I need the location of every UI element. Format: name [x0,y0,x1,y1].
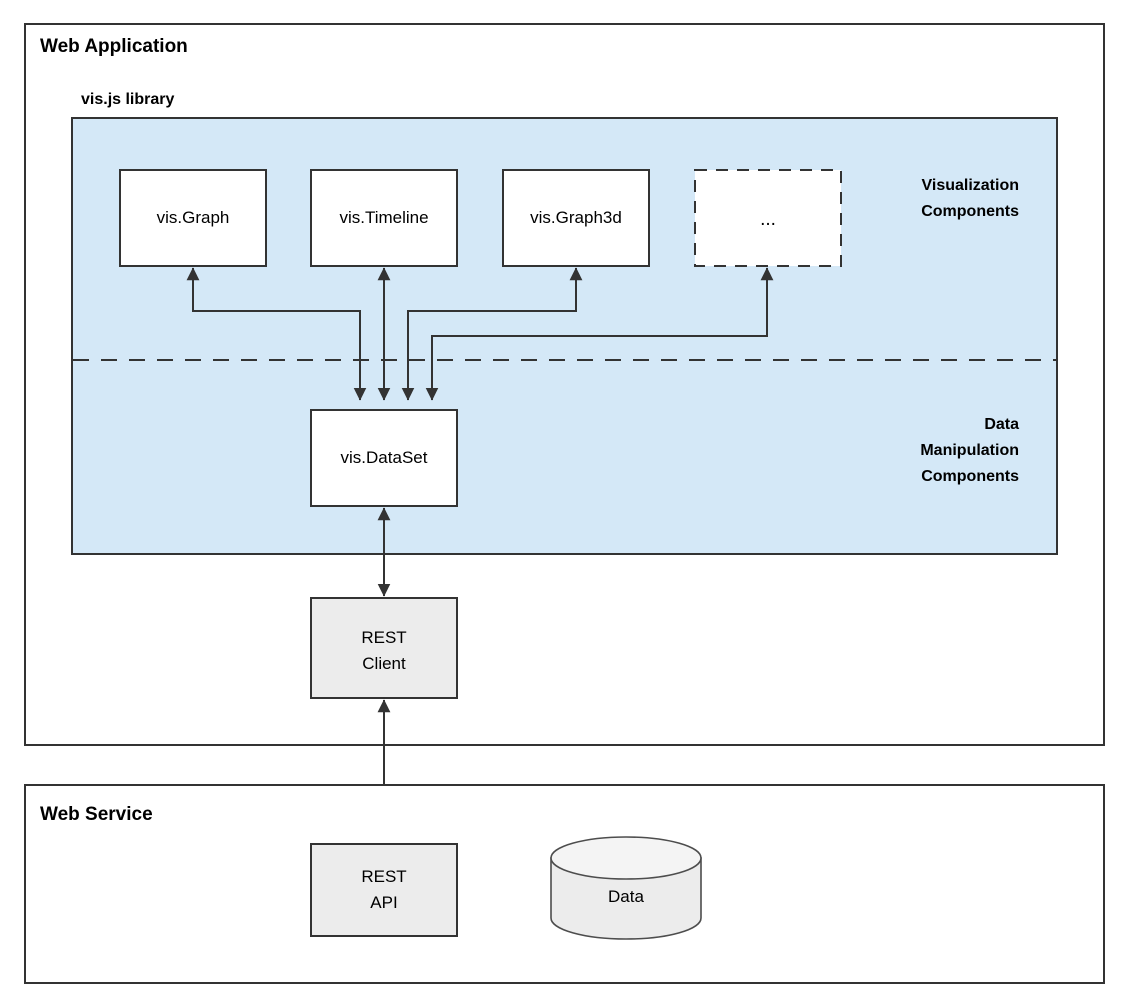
node-vis-graph-label: vis.Graph [157,208,230,227]
container-web-service-title: Web Service [40,804,153,825]
zone-label-visualization-line2: Components [921,203,1019,220]
node-rest-client-label-line1: REST [361,628,406,647]
zone-label-data-manipulation-line1: Data [984,416,1019,433]
node-data-store[interactable]: Data [550,836,702,940]
node-rest-api-label-line2: API [370,893,397,912]
node-vis-graph3d-label: vis.Graph3d [530,208,622,227]
node-more-components[interactable]: ... [694,169,842,267]
zone-label-data-manipulation-line3: Components [921,468,1019,485]
node-rest-client[interactable]: REST Client [310,597,458,699]
node-vis-dataset-label: vis.DataSet [341,448,428,467]
container-web-application-title: Web Application [40,36,188,57]
zone-label-data-manipulation-line2: Manipulation [920,442,1019,459]
node-vis-graph3d[interactable]: vis.Graph3d [502,169,650,267]
node-rest-api-label-line1: REST [361,867,406,886]
node-vis-dataset[interactable]: vis.DataSet [310,409,458,507]
node-data-store-label: Data [608,887,644,906]
edge-more-components-to-dataset [425,267,774,401]
edge-vis-graph-to-dataset [186,267,367,401]
node-vis-timeline[interactable]: vis.Timeline [310,169,458,267]
node-vis-graph[interactable]: vis.Graph [119,169,267,267]
node-more-components-label: ... [760,209,776,230]
zone-label-visualization-line1: Visualization [921,177,1019,194]
node-rest-api[interactable]: REST API [310,843,458,937]
node-vis-timeline-label: vis.Timeline [339,208,428,227]
node-rest-client-label-line2: Client [362,654,406,673]
library-title: vis.js library [81,91,174,108]
